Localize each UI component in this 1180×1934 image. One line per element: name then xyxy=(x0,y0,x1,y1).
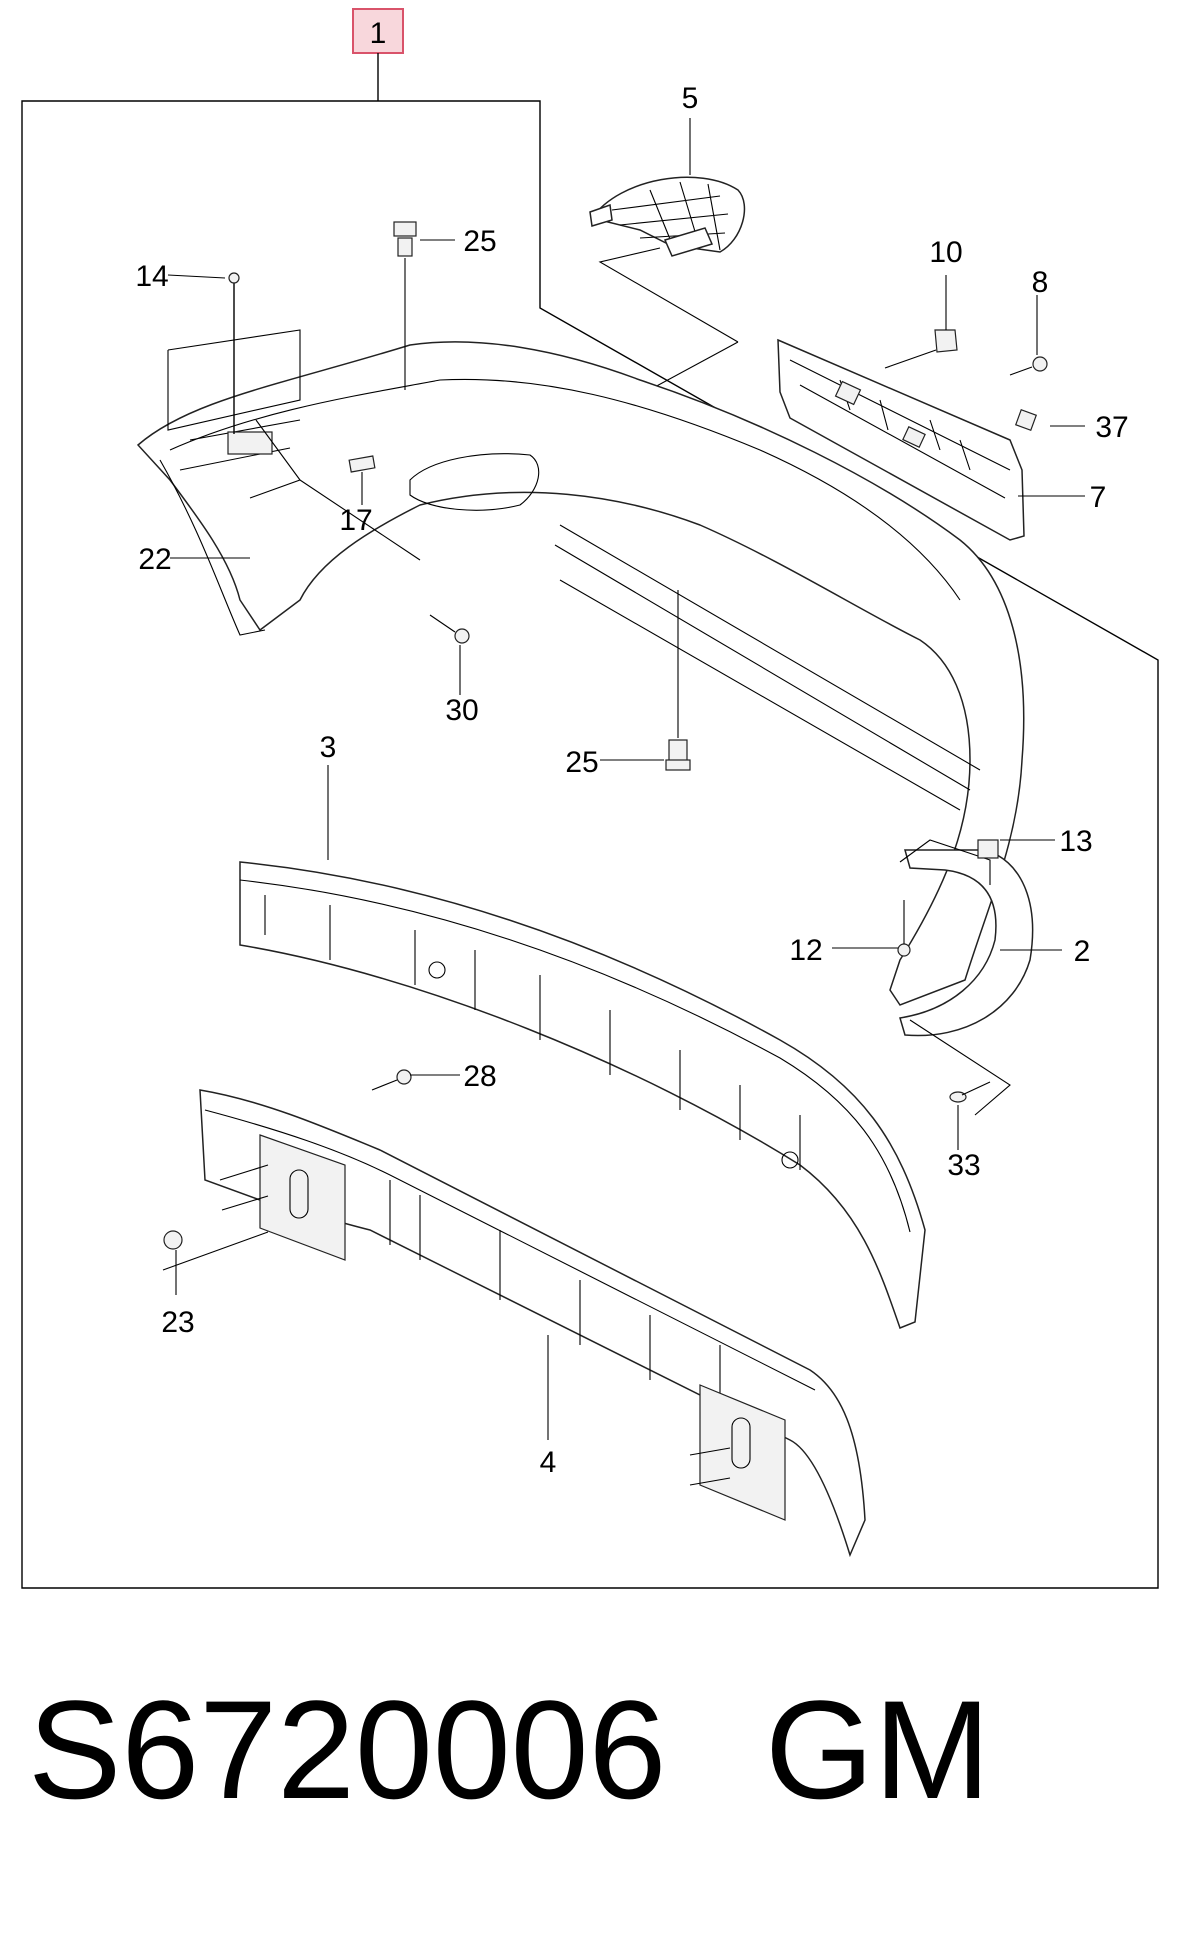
bumper-reinforcement-part xyxy=(777,338,1025,541)
screw-part-12 xyxy=(897,900,911,957)
callout-23[interactable]: 23 xyxy=(161,1306,194,1339)
rivet-part-33 xyxy=(949,1081,991,1103)
callout-28[interactable]: 28 xyxy=(463,1060,496,1093)
assembly-frame xyxy=(21,53,1159,1589)
callout-22[interactable]: 22 xyxy=(138,543,171,576)
callout-7[interactable]: 7 xyxy=(1090,481,1107,514)
corner-part-2 xyxy=(899,839,1034,1116)
part-number: S6720006 xyxy=(28,1671,667,1828)
callout-17[interactable]: 17 xyxy=(339,504,372,537)
callout-10[interactable]: 10 xyxy=(929,236,962,269)
energy-absorber-part xyxy=(239,861,926,1329)
callout-5[interactable]: 5 xyxy=(682,82,699,115)
screw-part-8 xyxy=(1009,356,1048,376)
callout-3[interactable]: 3 xyxy=(320,731,337,764)
callout-4[interactable]: 4 xyxy=(540,1446,557,1479)
clip-part-25-bottom xyxy=(665,590,691,771)
nut-part-37 xyxy=(1014,408,1038,432)
leader-lines xyxy=(167,118,1085,1440)
clip-part-25-top xyxy=(393,221,417,390)
bumper-beam-part xyxy=(162,1089,866,1558)
callout-30[interactable]: 30 xyxy=(445,694,478,727)
assembly-callout-1[interactable]: 1 xyxy=(352,8,404,54)
callout-13[interactable]: 13 xyxy=(1059,825,1092,858)
assembly-callout-label: 1 xyxy=(370,17,387,50)
nut-part-23 xyxy=(163,1230,183,1250)
screw-part-14 xyxy=(228,272,240,434)
callout-25-top[interactable]: 25 xyxy=(463,225,496,258)
screw-part-28 xyxy=(371,1069,412,1091)
callout-14[interactable]: 14 xyxy=(135,260,168,293)
callout-33[interactable]: 33 xyxy=(947,1149,980,1182)
screw-part-10 xyxy=(884,329,958,369)
callout-labels: 5 14 25 10 8 37 7 17 22 30 3 25 13 12 2 … xyxy=(135,82,1128,1479)
brand-name: GM xyxy=(765,1671,991,1828)
clip-part-17 xyxy=(348,455,376,505)
callout-8[interactable]: 8 xyxy=(1032,266,1049,299)
callout-25-bottom[interactable]: 25 xyxy=(565,746,598,779)
callout-2[interactable]: 2 xyxy=(1074,935,1091,968)
callout-12[interactable]: 12 xyxy=(789,934,822,967)
side-bracket-part-22 xyxy=(167,329,421,561)
fog-lamp-grille-part xyxy=(589,176,746,396)
screw-part-30 xyxy=(429,614,470,644)
callout-37[interactable]: 37 xyxy=(1095,411,1128,444)
